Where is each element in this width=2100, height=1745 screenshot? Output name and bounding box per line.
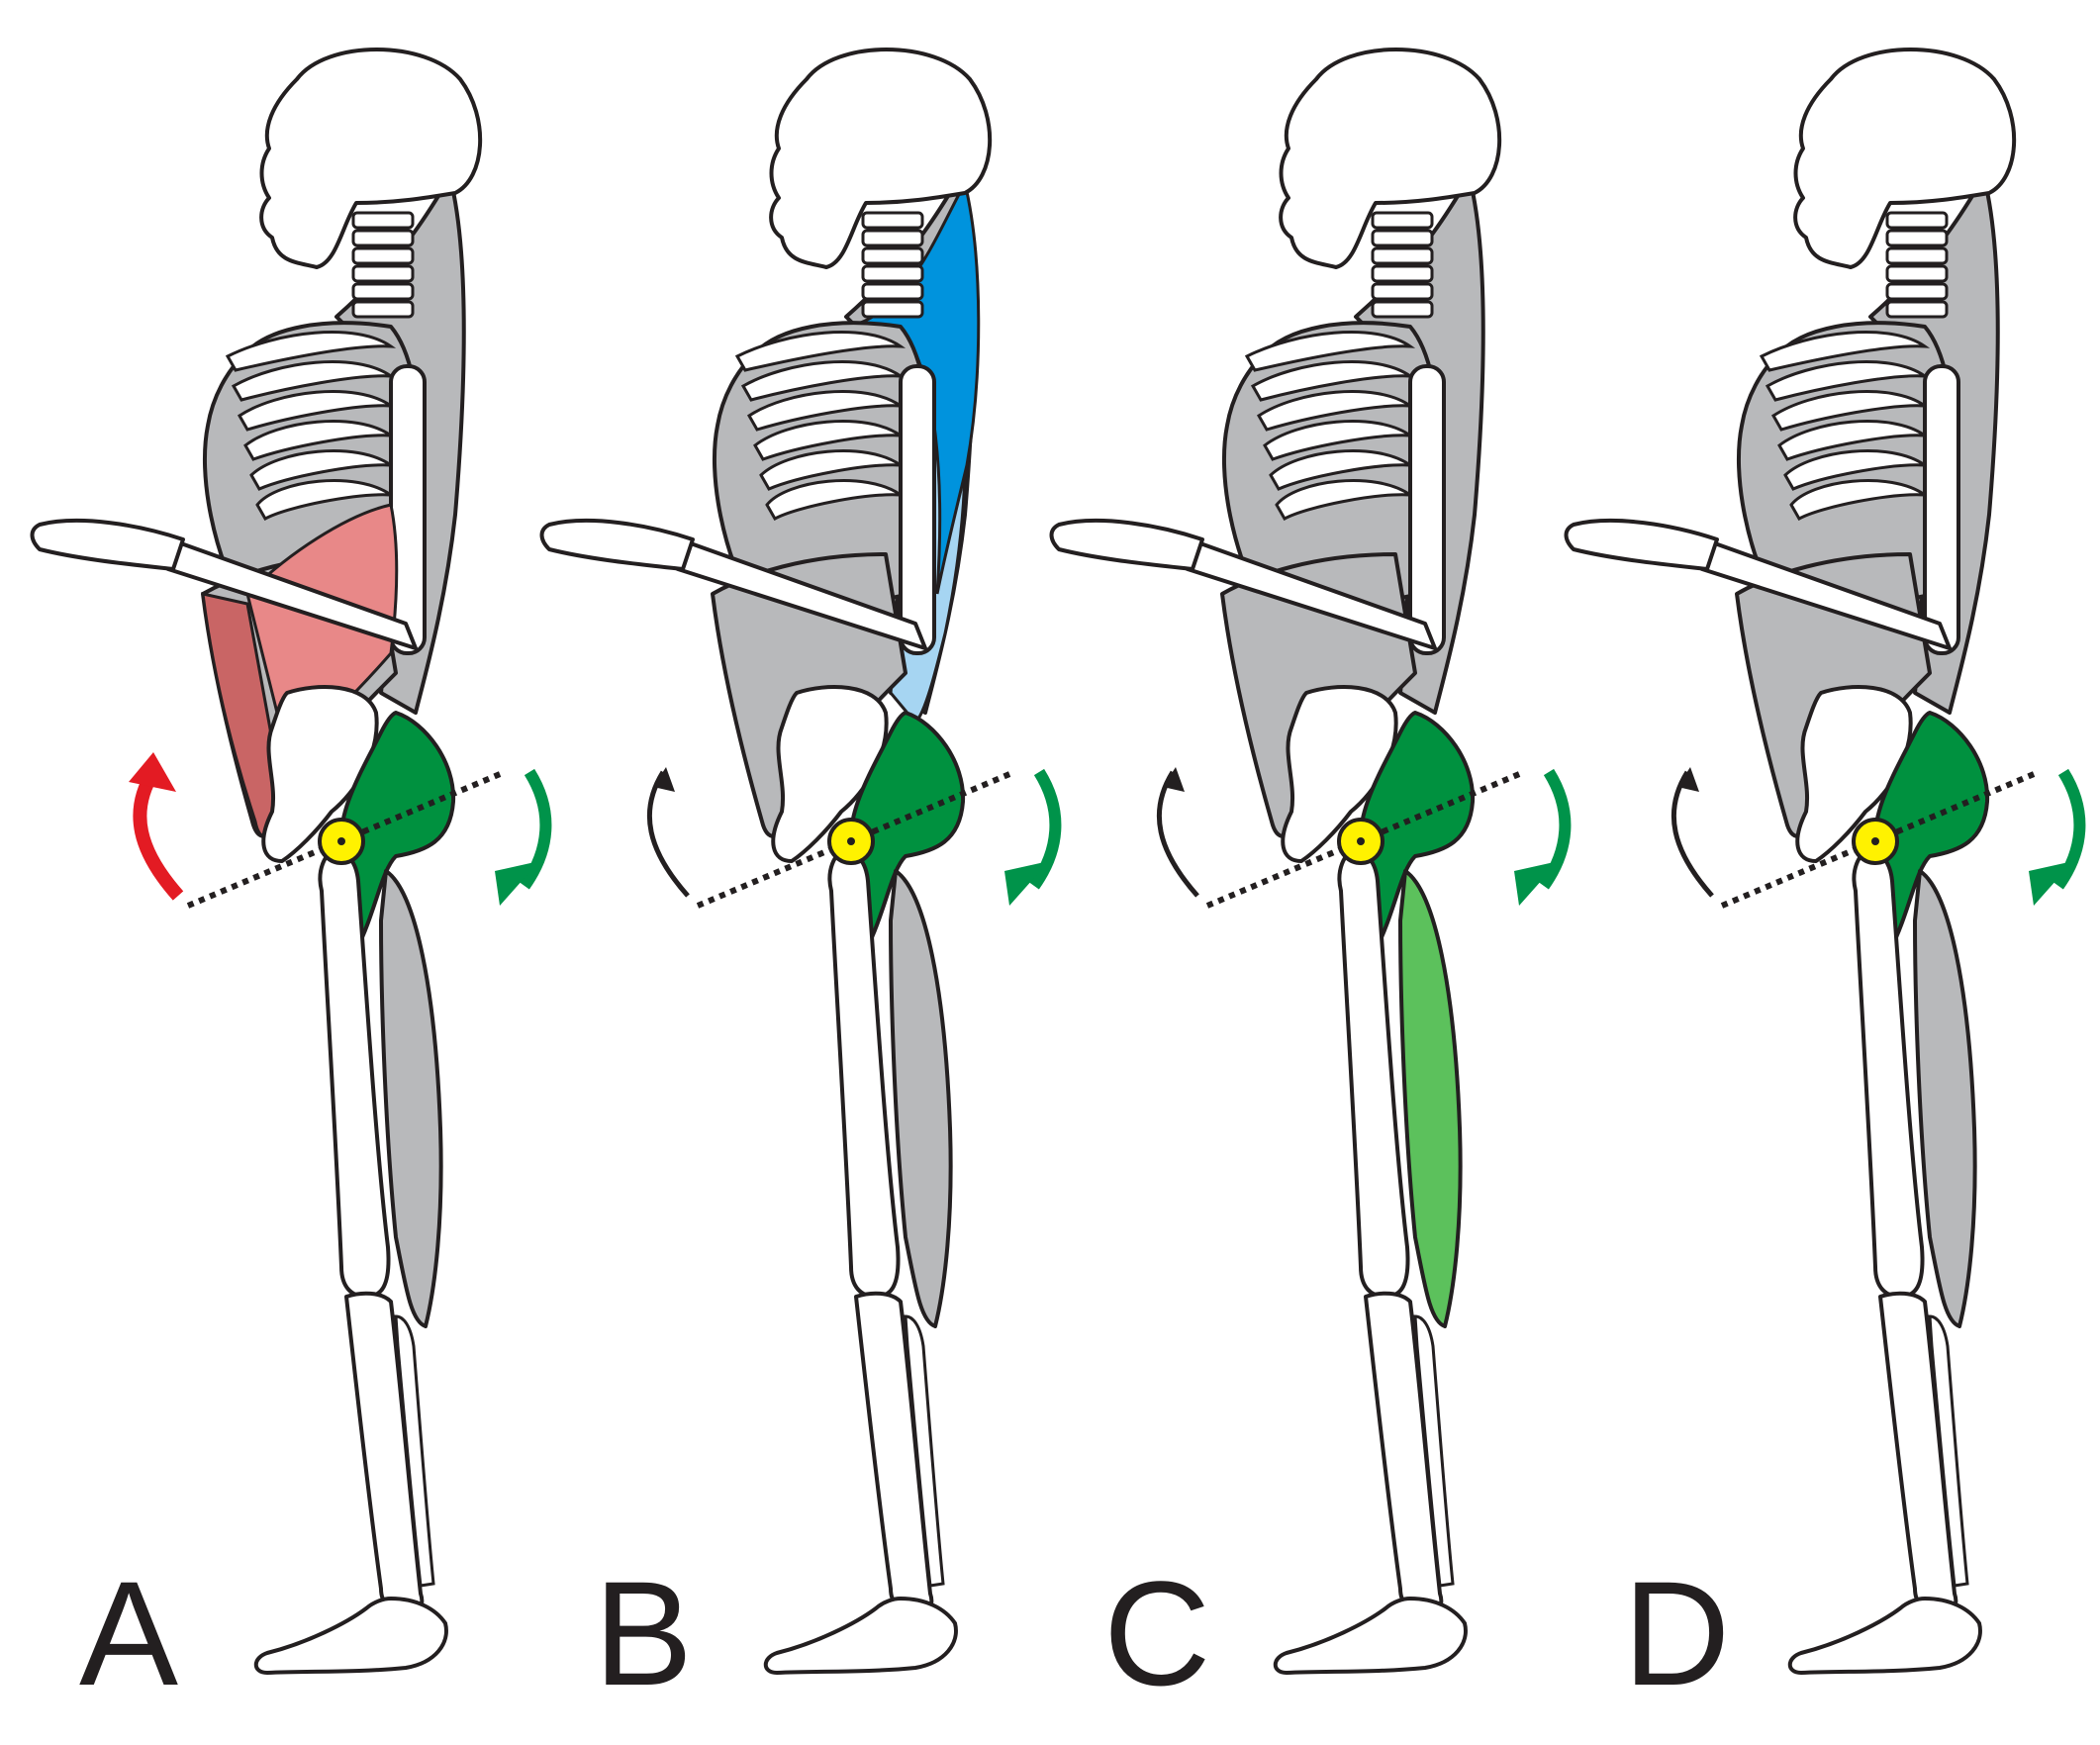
cervical-vertebra bbox=[1885, 246, 1949, 265]
right-arrowhead bbox=[495, 861, 539, 906]
hip-joint-center bbox=[847, 837, 855, 845]
left-arrowhead bbox=[129, 752, 176, 792]
rib bbox=[1244, 331, 1416, 372]
right-rotation-arrow bbox=[520, 768, 552, 890]
fibula bbox=[1413, 1314, 1455, 1588]
cervical-vertebra bbox=[351, 229, 415, 247]
rib bbox=[734, 331, 907, 372]
skull bbox=[1793, 48, 2016, 269]
foot bbox=[1273, 1597, 1468, 1675]
femur bbox=[1852, 849, 1925, 1299]
left-rotation-arrow bbox=[1670, 770, 1714, 898]
left-rotation-arrow bbox=[1156, 770, 1199, 898]
cervical-vertebra bbox=[1885, 211, 1949, 230]
foot bbox=[763, 1597, 958, 1675]
rib bbox=[225, 331, 397, 372]
right-rotation-arrow bbox=[1029, 768, 1062, 890]
cervical-vertebra bbox=[351, 246, 415, 265]
cervical-vertebra bbox=[351, 282, 415, 301]
right-arrowhead bbox=[2029, 861, 2073, 906]
left-rotation-arrow bbox=[646, 770, 690, 898]
humerus bbox=[1408, 364, 1446, 655]
humerus bbox=[899, 364, 936, 655]
thigh-muscle bbox=[1398, 869, 1463, 1328]
cervical-vertebra bbox=[351, 300, 415, 319]
hand bbox=[1049, 519, 1204, 571]
cervical-vertebra bbox=[1885, 282, 1949, 301]
hand bbox=[1564, 519, 1719, 571]
left-arrowhead bbox=[653, 767, 675, 792]
cervical-vertebra bbox=[1371, 246, 1434, 265]
fibula bbox=[1928, 1314, 1969, 1588]
left-arrowhead bbox=[1677, 767, 1699, 792]
figure-a bbox=[30, 48, 552, 1675]
cervical-vertebra bbox=[1371, 211, 1434, 230]
figure-b bbox=[539, 48, 1062, 1675]
cervical-vertebra bbox=[1371, 282, 1434, 301]
cervical-vertebra bbox=[1371, 264, 1434, 283]
right-arrowhead bbox=[1004, 861, 1049, 906]
cervical-vertebra bbox=[351, 211, 415, 230]
right-rotation-arrow bbox=[1539, 768, 1572, 890]
panel-label-b: B bbox=[594, 1550, 694, 1716]
hip-joint-center bbox=[1871, 837, 1879, 845]
skull bbox=[1279, 48, 1501, 269]
thigh-muscle bbox=[889, 869, 953, 1328]
right-arrowhead bbox=[1514, 861, 1559, 906]
femur bbox=[318, 849, 391, 1299]
femur bbox=[1337, 849, 1410, 1299]
foot bbox=[253, 1597, 448, 1675]
figure-c bbox=[1049, 48, 1572, 1675]
panel-label-d: D bbox=[1623, 1550, 1731, 1716]
skull bbox=[259, 48, 482, 269]
hand bbox=[539, 519, 695, 571]
humerus bbox=[1923, 364, 1960, 655]
hip-joint-center bbox=[1357, 837, 1365, 845]
pelvis bbox=[771, 685, 889, 863]
panel-label-c: C bbox=[1103, 1550, 1211, 1716]
thigh-muscle bbox=[379, 869, 443, 1328]
cervical-vertebra bbox=[1885, 264, 1949, 283]
left-arrowhead bbox=[1163, 767, 1185, 792]
cervical-vertebra bbox=[861, 264, 924, 283]
pelvis bbox=[1281, 685, 1398, 863]
cervical-vertebra bbox=[861, 282, 924, 301]
cervical-vertebra bbox=[1885, 229, 1949, 247]
hand bbox=[30, 519, 185, 571]
fibula bbox=[904, 1314, 945, 1588]
hip-joint-center bbox=[337, 837, 345, 845]
cervical-vertebra bbox=[861, 211, 924, 230]
right-rotation-arrow bbox=[2053, 768, 2086, 890]
rib bbox=[1759, 331, 1931, 372]
figure-d bbox=[1564, 48, 2086, 1675]
pelvis bbox=[1795, 685, 1913, 863]
cervical-vertebra bbox=[861, 229, 924, 247]
cervical-vertebra bbox=[1371, 229, 1434, 247]
thigh-muscle bbox=[1913, 869, 1977, 1328]
panel-label-a: A bbox=[79, 1550, 179, 1716]
cervical-vertebra bbox=[1371, 300, 1434, 319]
skull bbox=[769, 48, 992, 269]
pelvis bbox=[261, 685, 379, 863]
cervical-vertebra bbox=[861, 246, 924, 265]
cervical-vertebra bbox=[1885, 300, 1949, 319]
left-rotation-arrow bbox=[133, 768, 184, 901]
cervical-vertebra bbox=[351, 264, 415, 283]
femur bbox=[827, 849, 901, 1299]
foot bbox=[1787, 1597, 1982, 1675]
cervical-vertebra bbox=[861, 300, 924, 319]
fibula bbox=[394, 1314, 435, 1588]
